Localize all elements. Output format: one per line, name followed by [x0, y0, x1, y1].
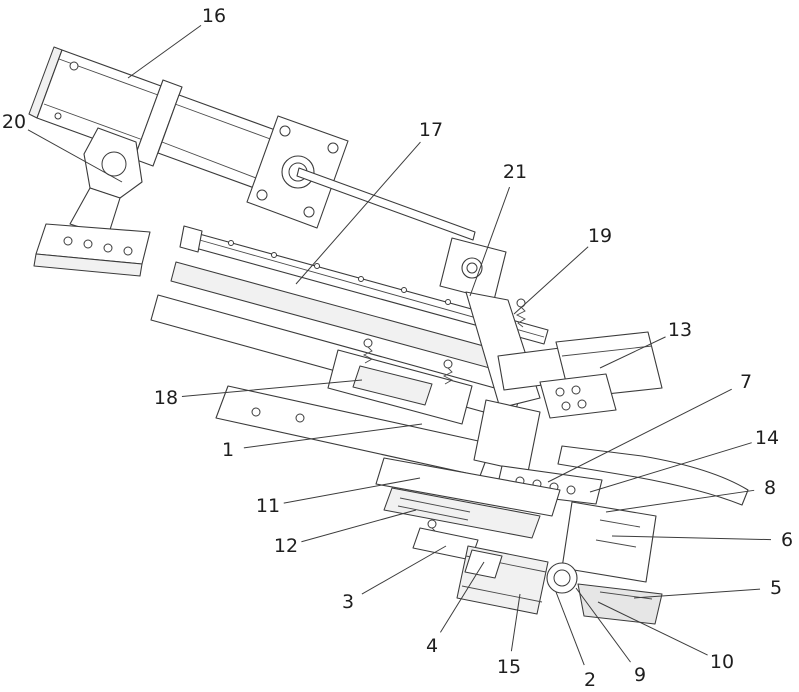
- part-label-6: 6: [781, 529, 793, 551]
- leader-line-3: [361, 545, 447, 595]
- spring-screw: [362, 338, 373, 364]
- coupling-plate: [133, 79, 183, 167]
- leader-line-8: [605, 489, 755, 513]
- carriage-window: [352, 365, 433, 406]
- leader-line-14: [589, 442, 752, 493]
- cylinder-bracket: [464, 549, 503, 579]
- blade: [557, 445, 749, 506]
- part-label-8: 8: [764, 477, 776, 499]
- part-label-3: 3: [342, 591, 354, 613]
- arm-lower-link: [473, 399, 541, 473]
- spring-screw: [442, 359, 453, 385]
- leader-line-2: [555, 591, 585, 666]
- leader-line-15: [510, 593, 521, 652]
- gripper-top-plate: [375, 457, 561, 517]
- leader-line-17: [295, 141, 421, 285]
- part-label-2: 2: [584, 669, 596, 691]
- part-label-7: 7: [740, 371, 752, 393]
- part-label-11: 11: [256, 495, 280, 517]
- rail-end-cap: [179, 225, 203, 253]
- part-label-14: 14: [755, 427, 779, 449]
- part-label-20: 20: [2, 111, 26, 133]
- part-label-13: 13: [668, 319, 692, 341]
- part-label-4: 4: [426, 635, 438, 657]
- part-label-19: 19: [588, 225, 612, 247]
- leader-line-16: [127, 24, 202, 79]
- part-label-16: 16: [202, 5, 226, 27]
- part-label-5: 5: [770, 577, 782, 599]
- part-label-9: 9: [634, 664, 646, 686]
- leader-line-18: [181, 379, 363, 398]
- bottom-jaw: [577, 583, 663, 625]
- gripper-mid-plate: [383, 487, 541, 539]
- rod-clevis: [439, 237, 507, 301]
- leader-line-6: [611, 535, 772, 541]
- leader-line-10: [597, 601, 708, 656]
- leader-line-9: [575, 587, 631, 663]
- clamp-hole-block: [539, 373, 617, 419]
- finger-blade: [557, 445, 749, 506]
- part-label-15: 15: [497, 656, 521, 678]
- leader-line-20: [27, 129, 123, 183]
- part-label-18: 18: [154, 387, 178, 409]
- leader-line-21: [469, 186, 511, 297]
- piston-rod: [296, 167, 476, 241]
- leader-line-4: [439, 561, 485, 633]
- mounting-bracket: [33, 127, 151, 277]
- part-label-21: 21: [503, 161, 527, 183]
- leader-line-12: [301, 509, 417, 543]
- leader-line-19: [513, 246, 589, 315]
- bracket-foot-side: [33, 253, 143, 277]
- part-label-10: 10: [710, 651, 734, 673]
- leader-line-5: [633, 588, 761, 599]
- leader-line-7: [547, 388, 732, 483]
- part-label-12: 12: [274, 535, 298, 557]
- leader-line-13: [599, 336, 666, 369]
- leader-line-11: [283, 477, 421, 504]
- part-label-17: 17: [419, 119, 443, 141]
- slider-carriage: [327, 338, 473, 425]
- gripper-assembly: [375, 457, 663, 625]
- clamp-block: [497, 331, 663, 419]
- part-label-1: 1: [222, 439, 234, 461]
- leader-line-1: [243, 423, 423, 449]
